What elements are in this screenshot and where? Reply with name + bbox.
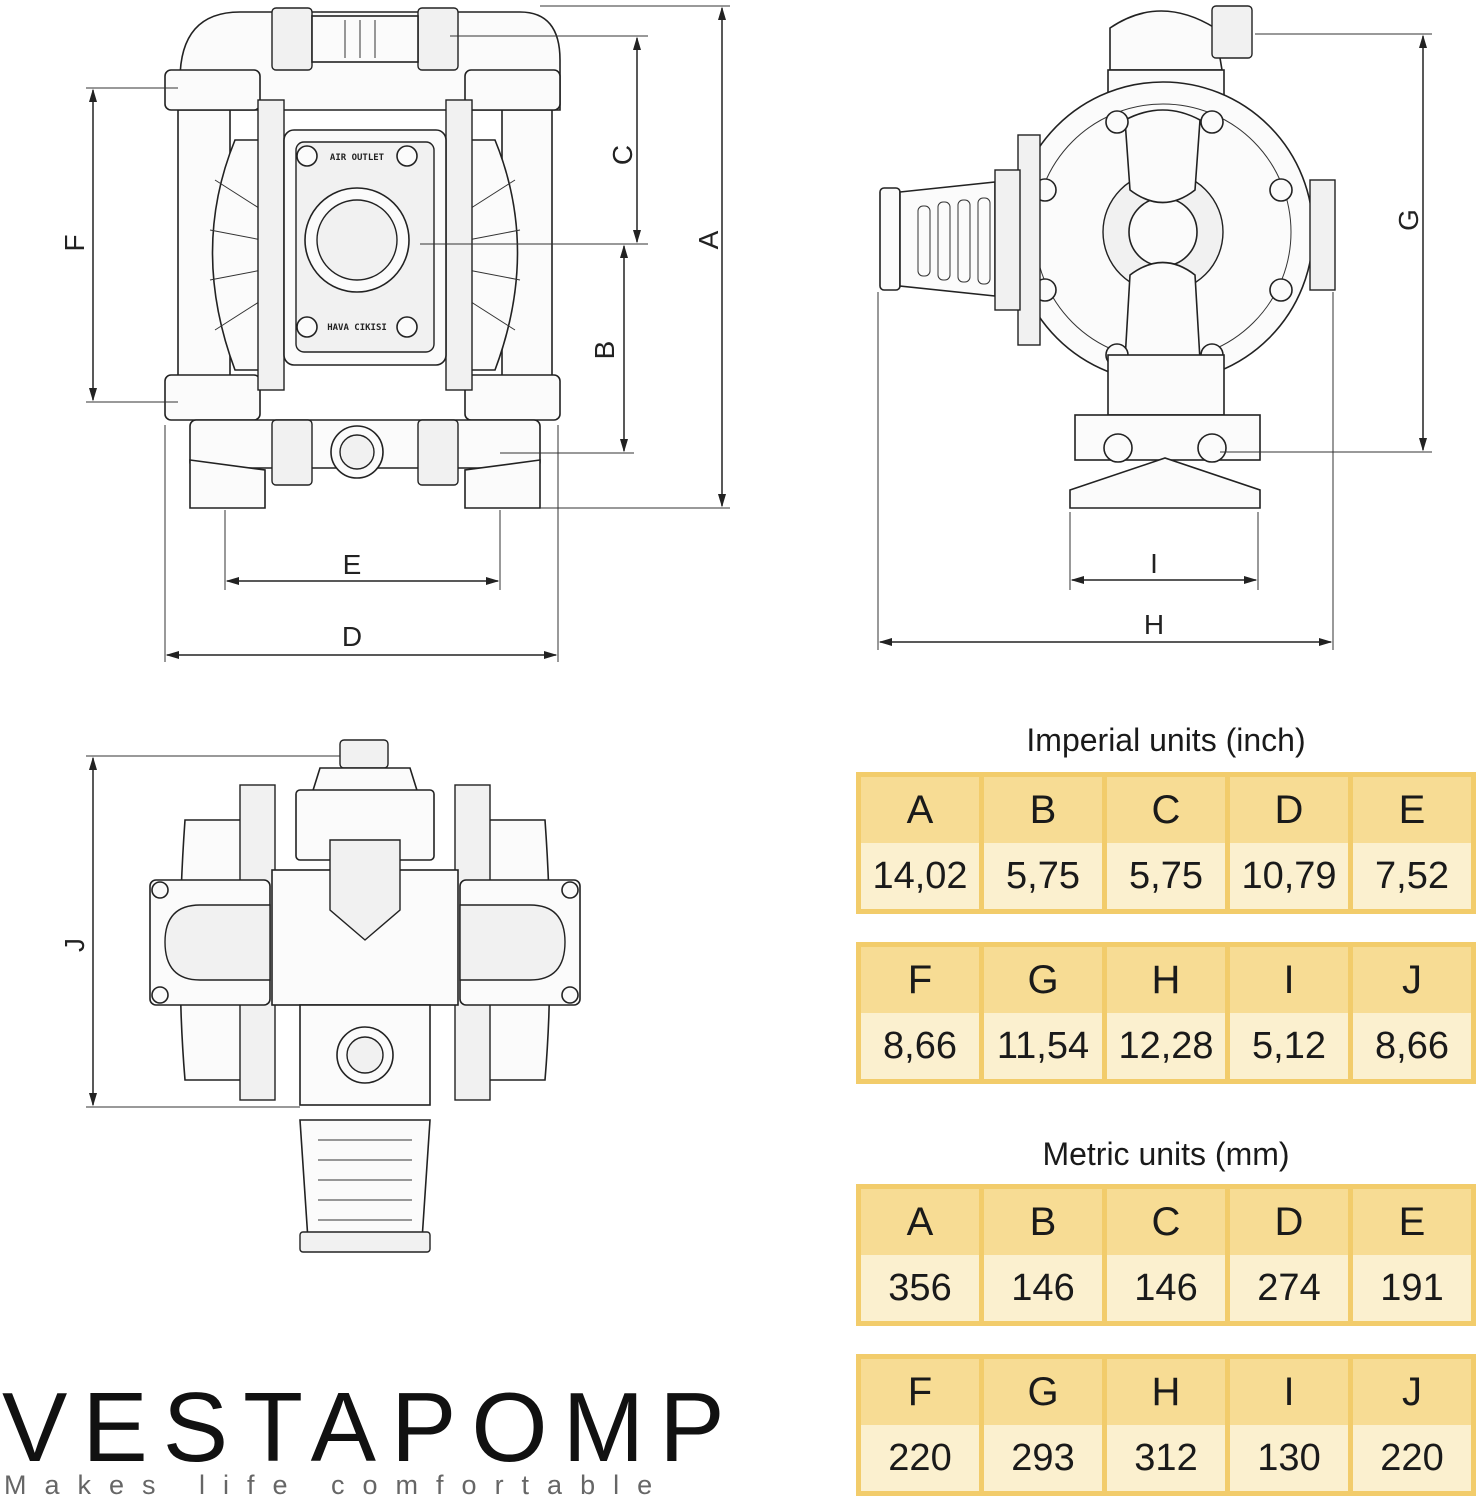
dim-label-f: F [59, 234, 90, 251]
table-value-cell: 191 [1353, 1255, 1471, 1321]
table-value-cell: 274 [1230, 1255, 1348, 1321]
table-header-cell: E [1353, 777, 1471, 843]
dim-label-b: B [589, 341, 620, 360]
table-value-cell: 5,75 [1107, 843, 1225, 909]
table-header-cell: A [861, 777, 979, 843]
table-header-cell: G [984, 1359, 1102, 1425]
table-value-cell: 146 [984, 1255, 1102, 1321]
table-header-cell: D [1230, 777, 1348, 843]
table-value-cell: 14,02 [861, 843, 979, 909]
table-header-cell: C [1107, 1189, 1225, 1255]
table-value-cell: 8,66 [1353, 1013, 1471, 1079]
table-header-cell: D [1230, 1189, 1348, 1255]
side-view: G I H [877, 5, 1432, 650]
table-header-cell: H [1107, 1359, 1225, 1425]
table-value-cell: 5,12 [1230, 1013, 1348, 1079]
table-value-cell: 293 [984, 1425, 1102, 1491]
imperial-units-title: Imperial units (inch) [1026, 722, 1306, 758]
hava-cikisi-plate-label: HAVA CIKISI [327, 323, 387, 333]
dim-label-g: G [1393, 209, 1424, 231]
table-value-cell: 8,66 [861, 1013, 979, 1079]
air-outlet-plate-label: AIR OUTLET [330, 153, 385, 163]
table-header-cell: I [1230, 1359, 1348, 1425]
top-view: J [59, 739, 581, 1253]
dim-label-a: A [693, 230, 724, 249]
table-value-cell: 7,52 [1353, 843, 1471, 909]
table-header-cell: H [1107, 947, 1225, 1013]
table-header-cell: E [1353, 1189, 1471, 1255]
dim-label-h: H [1144, 609, 1164, 640]
table-value-cell: 5,75 [984, 843, 1102, 909]
brand-logo-text: VESTAPOMP [2, 1372, 740, 1482]
table-value-cell: 356 [861, 1255, 979, 1321]
table-header-cell: A [861, 1189, 979, 1255]
table-value-cell: 146 [1107, 1255, 1225, 1321]
table-header-cell: C [1107, 777, 1225, 843]
table-value-cell: 11,54 [984, 1013, 1102, 1079]
front-view: AIR OUTLET HAVA CIKISI A C B F E D [59, 5, 730, 662]
brand-tagline: Makes life comfortable [4, 1470, 671, 1500]
table-header-cell: J [1353, 1359, 1471, 1425]
table-header-cell: J [1353, 947, 1471, 1013]
table-value-cell: 312 [1107, 1425, 1225, 1491]
table-header-cell: B [984, 1189, 1102, 1255]
dim-label-j: J [59, 938, 90, 952]
table-value-cell: 130 [1230, 1425, 1348, 1491]
table-value-cell: 10,79 [1230, 843, 1348, 909]
table-value-cell: 220 [1353, 1425, 1471, 1491]
table-header-cell: I [1230, 947, 1348, 1013]
table-value-cell: 12,28 [1107, 1013, 1225, 1079]
table-header-cell: G [984, 947, 1102, 1013]
metric-units-title: Metric units (mm) [1042, 1136, 1290, 1172]
table-header-cell: B [984, 777, 1102, 843]
table-header-cell: F [861, 947, 979, 1013]
dim-label-d: D [342, 621, 362, 652]
dim-label-e: E [343, 549, 362, 580]
table-header-cell: F [861, 1359, 979, 1425]
dim-label-c: C [607, 145, 638, 165]
dim-label-i: I [1150, 548, 1158, 579]
table-value-cell: 220 [861, 1425, 979, 1491]
